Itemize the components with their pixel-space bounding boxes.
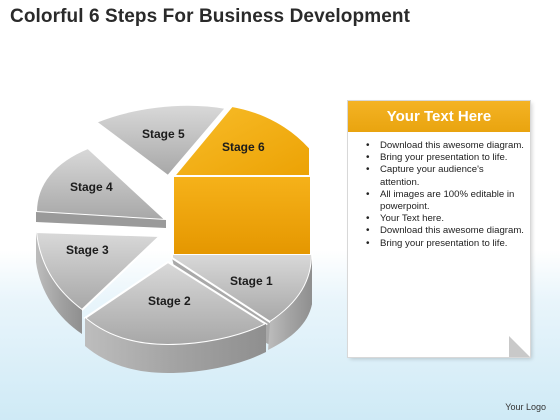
- panel-bullet-list: Download this awesome diagram. Bring you…: [364, 140, 524, 250]
- list-item: Bring your presentation to life.: [364, 238, 524, 250]
- list-item: Bring your presentation to life.: [364, 152, 524, 164]
- list-item: Capture your audience's attention.: [364, 164, 524, 188]
- stage-5-segment: [93, 103, 228, 178]
- list-item: All images are 100% editable in powerpoi…: [364, 189, 524, 213]
- stage-1-segment: [171, 253, 314, 350]
- stage-2-segment: [83, 260, 269, 373]
- text-panel: Your Text Here Download this awesome dia…: [348, 101, 530, 357]
- stage-5-label: Stage 5: [142, 127, 185, 141]
- page-title: Colorful 6 Steps For Business Developmen…: [10, 6, 411, 27]
- stage-6-label: Stage 6: [222, 140, 265, 154]
- panel-heading: Your Text Here: [348, 101, 530, 132]
- stage-4-label: Stage 4: [70, 180, 113, 194]
- page-curl-decoration: [509, 336, 530, 357]
- list-item: Download this awesome diagram.: [364, 225, 524, 237]
- logo-placeholder: Your Logo: [505, 402, 546, 412]
- list-item: Your Text here.: [364, 213, 524, 225]
- stage-6-segment: [171, 104, 311, 254]
- stage-1-label: Stage 1: [230, 274, 273, 288]
- list-item: Download this awesome diagram.: [364, 140, 524, 152]
- stage-3-label: Stage 3: [66, 243, 109, 257]
- stage-4-segment: [34, 146, 169, 228]
- stage-3-segment: [34, 230, 163, 334]
- stage-2-label: Stage 2: [148, 294, 191, 308]
